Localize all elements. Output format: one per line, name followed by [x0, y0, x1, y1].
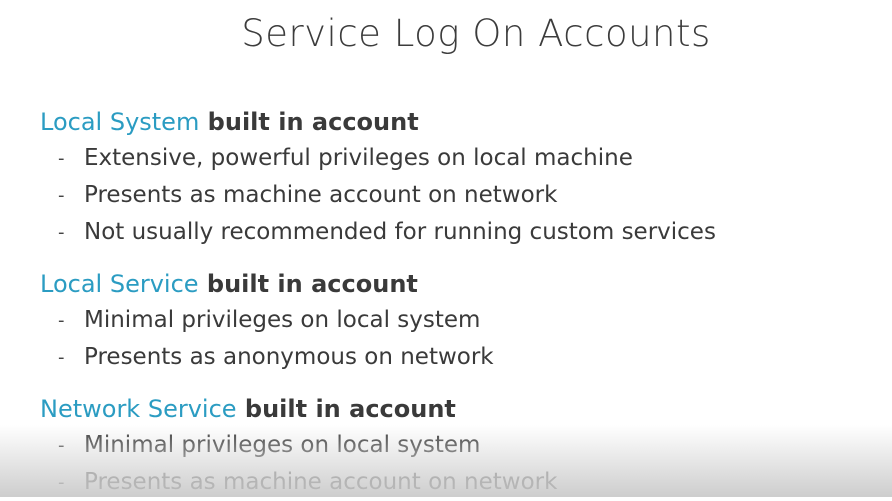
- section-local-service: Local Service built in account -Minimal …: [40, 270, 494, 376]
- bullet-item: -Presents as machine account on network: [40, 464, 557, 501]
- bullet-list: -Minimal privileges on local system -Pre…: [40, 427, 557, 501]
- heading-accent: Local Service: [40, 270, 199, 298]
- bullet-item: -Not usually recommended for running cus…: [40, 214, 716, 251]
- dash-icon: -: [58, 472, 65, 493]
- bullet-text: Minimal privileges on local system: [84, 307, 481, 333]
- dash-icon: -: [58, 222, 65, 243]
- bullet-item: -Presents as anonymous on network: [40, 339, 494, 376]
- heading-suffix: built in account: [199, 108, 419, 136]
- bullet-list: -Minimal privileges on local system -Pre…: [40, 302, 494, 376]
- bullet-item: -Minimal privileges on local system: [40, 302, 494, 339]
- bullet-text: Presents as machine account on network: [84, 182, 558, 208]
- section-network-service: Network Service built in account -Minima…: [40, 395, 557, 501]
- heading-accent: Local System: [40, 108, 200, 136]
- dash-icon: -: [58, 148, 65, 169]
- section-heading: Network Service built in account: [40, 395, 557, 423]
- section-heading: Local Service built in account: [40, 270, 494, 298]
- section-local-system: Local System built in account -Extensive…: [40, 108, 716, 251]
- bullet-text: Presents as machine account on network: [84, 469, 558, 495]
- bullet-text: Extensive, powerful privileges on local …: [84, 145, 633, 171]
- heading-accent: Network Service: [40, 395, 237, 423]
- bullet-text: Presents as anonymous on network: [84, 344, 494, 370]
- bullet-item: -Extensive, powerful privileges on local…: [40, 140, 716, 177]
- heading-suffix: built in account: [236, 395, 456, 423]
- bullet-text: Not usually recommended for running cust…: [84, 219, 716, 245]
- bullet-item: -Minimal privileges on local system: [40, 427, 557, 464]
- bullet-list: -Extensive, powerful privileges on local…: [40, 140, 716, 251]
- dash-icon: -: [58, 347, 65, 368]
- dash-icon: -: [58, 435, 65, 456]
- heading-suffix: built in account: [198, 270, 418, 298]
- slide-title: Service Log On Accounts: [241, 12, 711, 55]
- dash-icon: -: [58, 185, 65, 206]
- bullet-text: Minimal privileges on local system: [84, 432, 481, 458]
- bullet-item: -Presents as machine account on network: [40, 177, 716, 214]
- section-heading: Local System built in account: [40, 108, 716, 136]
- dash-icon: -: [58, 310, 65, 331]
